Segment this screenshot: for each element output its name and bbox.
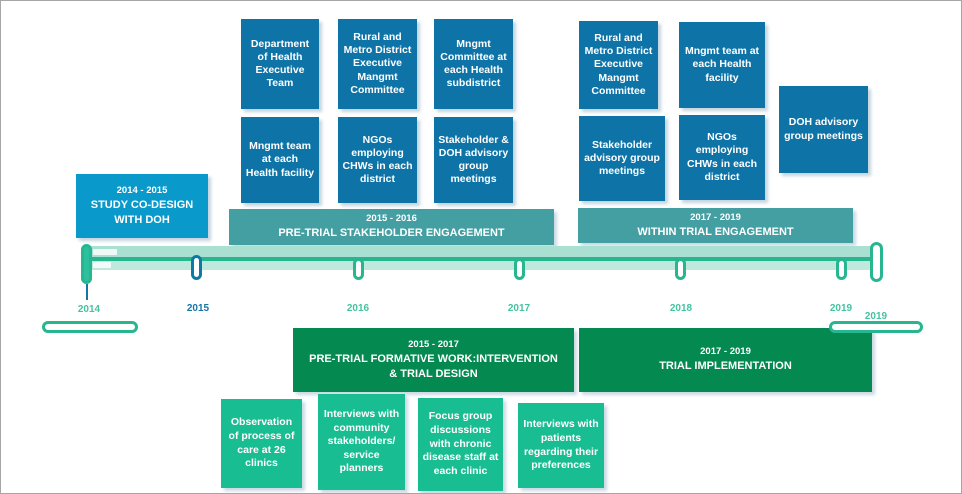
withintrial-box-rural-metro: Rural and Metro District Executive Mangm… — [579, 21, 658, 109]
range-end-pill — [829, 321, 923, 333]
formative-box-community-interviews: Interviews with community stakeholders/ … — [318, 394, 405, 490]
timeline-tick-marker-2015 — [191, 255, 202, 280]
withintrial-box-ngos: NGOs employing CHWs in each district — [679, 115, 765, 200]
pre-trial-engagement-years: 2015 - 2016 — [366, 213, 417, 225]
withintrial-box-stakeholder-advisory: Stakeholder advisory group meetings — [579, 116, 665, 201]
stakeholder-box-rural-metro: Rural and Metro District Executive Mangm… — [338, 19, 417, 109]
pre-trial-engagement-banner: 2015 - 2016 PRE-TRIAL STAKEHOLDER ENGAGE… — [229, 209, 554, 245]
timeline-tick-marker-2018 — [675, 258, 686, 280]
stakeholder-box-ngos: NGOs employing CHWs in each district — [338, 117, 417, 203]
study-codesign-years: 2014 - 2015 — [116, 185, 168, 197]
tick-label-2018: 2018 — [669, 303, 693, 314]
timeline-bar-top — [84, 246, 874, 257]
formative-box-patient-interviews: Interviews with patients regarding their… — [518, 403, 604, 488]
obscured-text-artifact — [93, 262, 111, 268]
obscured-text-artifact — [93, 249, 117, 255]
formative-work-banner: 2015 - 2017 PRE-TRIAL FORMATIVE WORK:INT… — [293, 328, 574, 392]
trial-implementation-banner: 2017 - 2019 TRIAL IMPLEMENTATION — [579, 328, 872, 392]
timeline-start-marker — [81, 244, 92, 284]
formative-box-observation: Observation of process of care at 26 cli… — [221, 399, 302, 488]
study-codesign-box: 2014 - 2015 STUDY CO-DESIGN WITH DOH — [76, 174, 208, 238]
formative-work-title: PRE-TRIAL FORMATIVE WORK:INTERVENTION & … — [309, 353, 558, 380]
timeline-bar-bottom — [84, 261, 874, 270]
range-start-label: 2014 — [77, 304, 101, 315]
trial-implementation-years: 2017 - 2019 — [700, 346, 751, 358]
formative-work-years: 2015 - 2017 — [408, 339, 459, 351]
range-end-label: 2019 — [864, 311, 888, 322]
stakeholder-box-mngmt-subdistrict: Mngmt Committee at each Health subdistri… — [434, 19, 513, 109]
tick-label-2016: 2016 — [346, 303, 370, 314]
tick-label-2019: 2019 — [829, 303, 853, 314]
stakeholder-box-mngmt-facility: Mngmt team at each Health facility — [241, 117, 319, 203]
timeline-tick-marker-2017 — [514, 258, 525, 280]
timeline-bar-accent — [84, 257, 874, 261]
timeline-start-dropline — [86, 284, 88, 300]
within-trial-engagement-years: 2017 - 2019 — [690, 211, 741, 223]
trial-implementation-title: TRIAL IMPLEMENTATION — [659, 360, 792, 373]
stakeholder-box-advisory: Stakeholder & DOH advisory group meeting… — [434, 117, 513, 203]
study-codesign-title: STUDY CO-DESIGN WITH DOH — [90, 199, 194, 226]
within-trial-engagement-title: WITHIN TRIAL ENGAGEMENT — [637, 225, 794, 238]
timeline-tick-marker-2016 — [353, 258, 364, 280]
timeline-tick-marker-2019 — [836, 258, 847, 280]
tick-label-2017: 2017 — [507, 303, 531, 314]
formative-box-focus-groups: Focus group discussions with chronic dis… — [418, 398, 503, 491]
range-start-pill — [42, 321, 138, 333]
within-trial-engagement-banner: 2017 - 2019 WITHIN TRIAL ENGAGEMENT — [578, 208, 853, 243]
withintrial-box-mngmt-facility: Mngmt team at each Health facility — [679, 22, 765, 108]
withintrial-box-doh-advisory: DOH advisory group meetings — [779, 86, 868, 173]
stakeholder-box-doh-exec: Department of Health Executive Team — [241, 19, 319, 109]
timeline-end-marker — [870, 242, 883, 282]
tick-label-2015: 2015 — [186, 303, 210, 314]
pre-trial-engagement-title: PRE-TRIAL STAKEHOLDER ENGAGEMENT — [278, 227, 505, 240]
